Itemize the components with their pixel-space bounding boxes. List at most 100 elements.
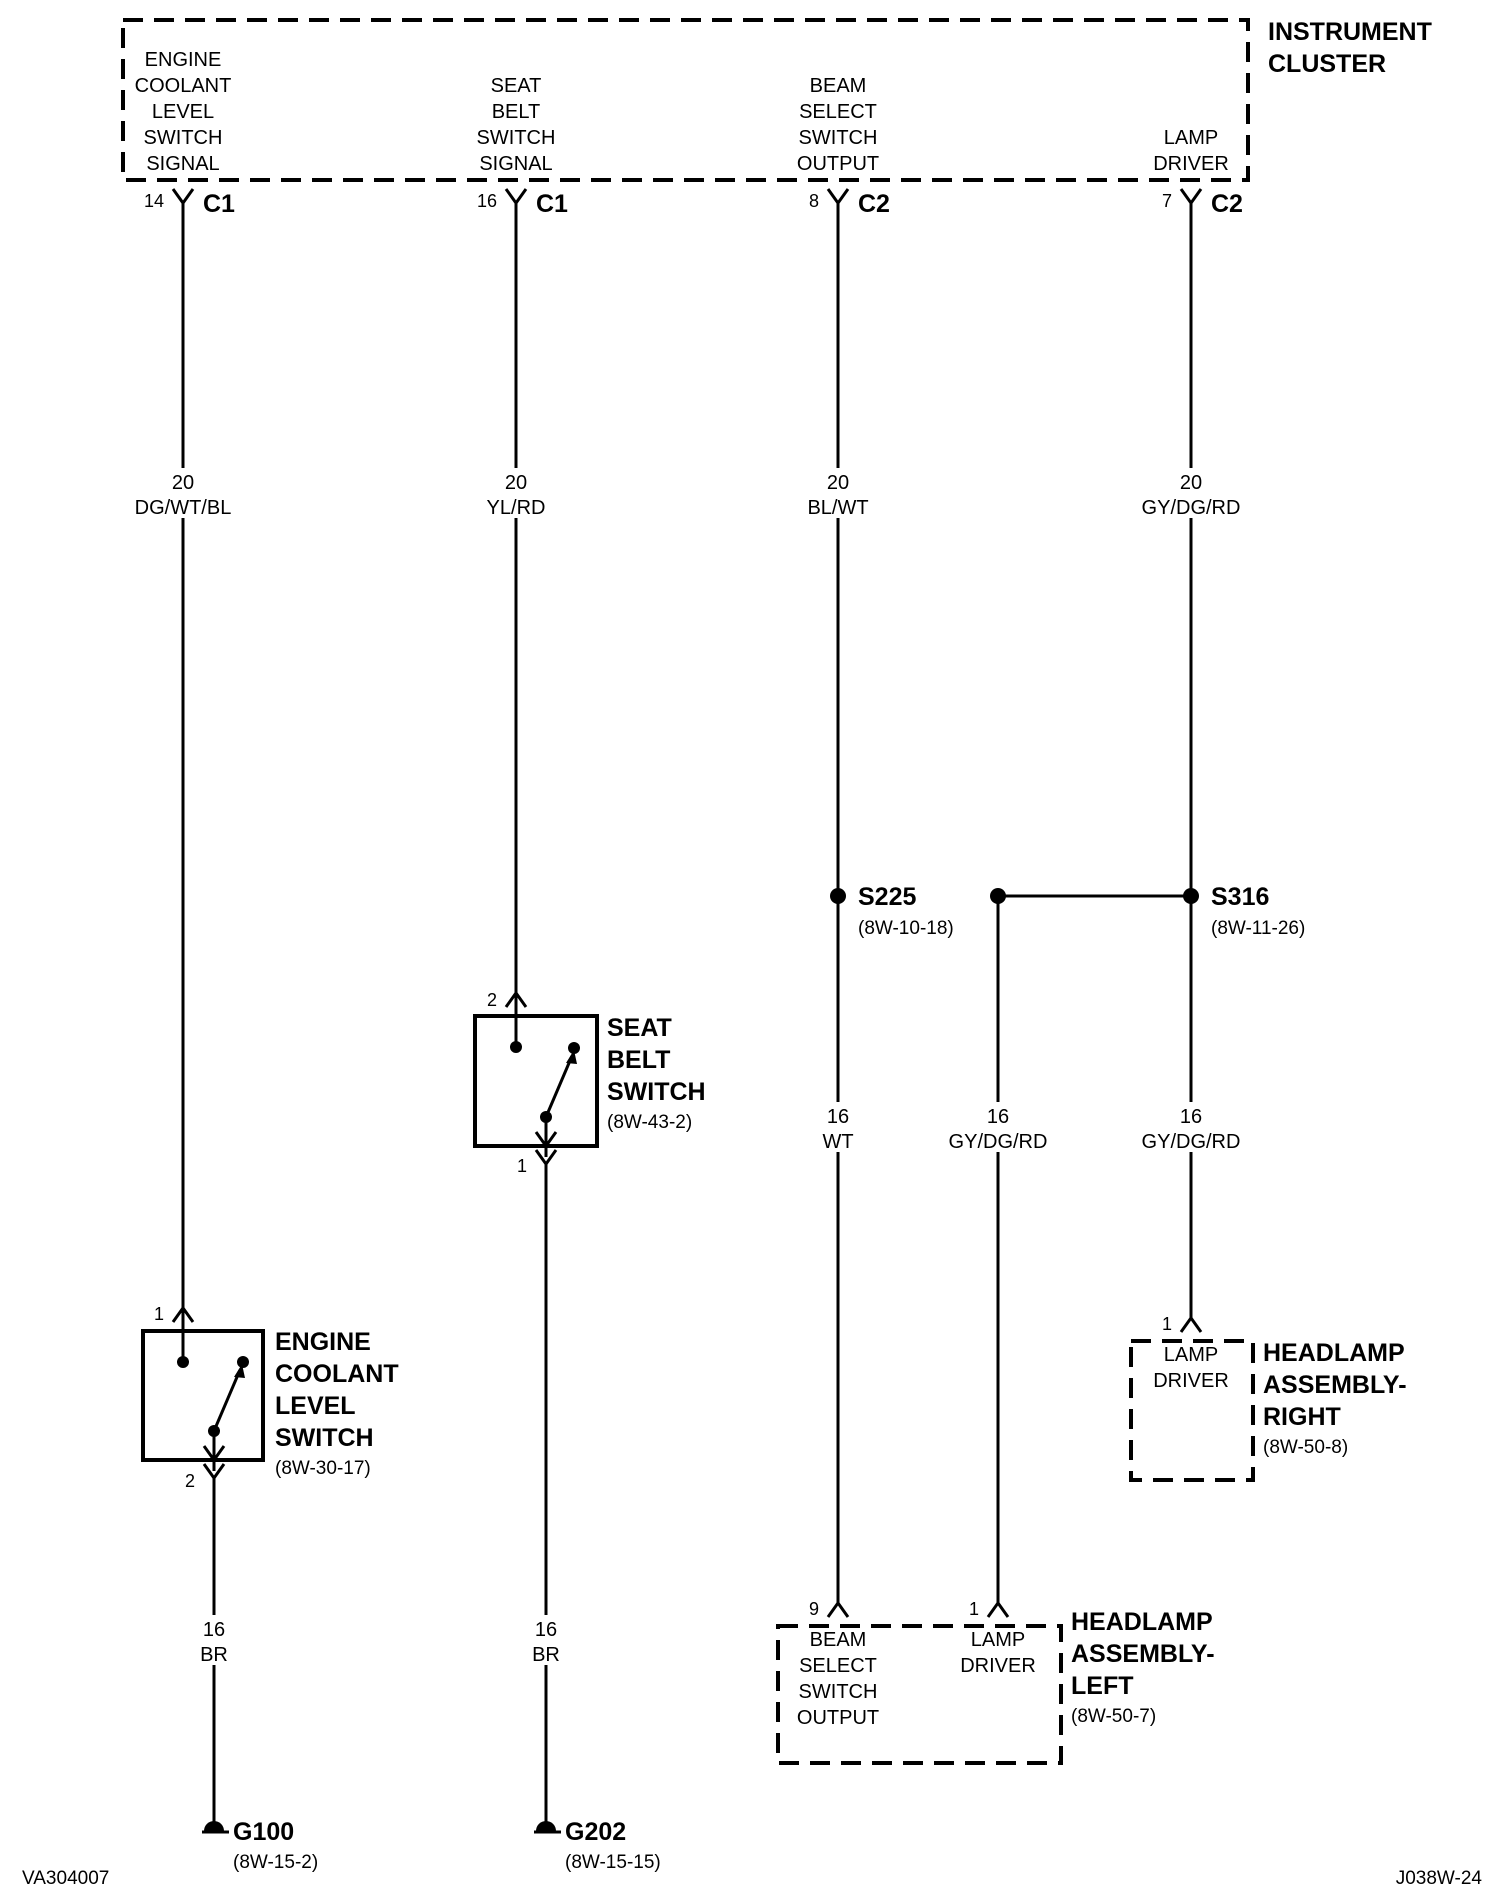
cluster-circuit-lamp-label: LAMP DRIVER <box>1153 127 1229 175</box>
cluster-circuit-seatbelt-label: SEAT BELT SWITCH SIGNAL <box>477 75 556 175</box>
cluster-pin-16: 16 <box>477 191 497 211</box>
wire-coolant-ground-label-bg <box>188 1615 240 1665</box>
cluster-terminal-16 <box>504 188 528 206</box>
seat-belt-switch-pin-bottom: 1 <box>517 1156 527 1176</box>
wire-lamp-to-right-gauge: 16 <box>1180 1106 1202 1128</box>
splice-s225-name: S225 <box>858 883 916 911</box>
seat-belt-switch-contact-a <box>510 1041 522 1053</box>
svg-text:SWITCH: SWITCH <box>477 127 556 149</box>
coolant-level-switch-name-4: SWITCH <box>275 1424 374 1452</box>
cluster-circuit-beam-label: BEAM SELECT SWITCH OUTPUT <box>797 75 879 175</box>
coolant-level-switch: 1 2 ENGINE COOLANT LEVEL SWITCH (8W-30-1… <box>141 1304 399 1491</box>
instrument-cluster: INSTRUMENT CLUSTER ENGINE COOLANT LEVEL … <box>121 18 1432 218</box>
wire-lamp-to-left-gauge: 16 <box>987 1106 1009 1128</box>
svg-text:SWITCH: SWITCH <box>144 127 223 149</box>
wire-beam-to-left-label-bg <box>814 1102 862 1152</box>
coolant-level-switch-name-1: ENGINE <box>275 1328 371 1356</box>
splice-s225-dot <box>830 888 846 904</box>
seat-belt-switch-name-1: SEAT <box>607 1014 672 1042</box>
cluster-connector-c2-a: C2 <box>858 190 890 218</box>
headlamp-left-beam-label-4: OUTPUT <box>797 1707 879 1729</box>
headlamp-left-beam-label-1: BEAM <box>810 1629 867 1651</box>
headlamp-left-terminal-beam <box>826 1600 850 1618</box>
coolant-level-switch-name-2: COOLANT <box>275 1360 399 1388</box>
seat-belt-switch-name-2: BELT <box>607 1046 670 1074</box>
svg-text:SELECT: SELECT <box>799 101 877 123</box>
coolant-level-switch-blade <box>212 1369 242 1432</box>
ground-g202-symbol <box>536 1821 556 1831</box>
footer-right-code: J038W-24 <box>1396 1868 1483 1889</box>
coolant-level-switch-pin-bottom: 2 <box>185 1471 195 1491</box>
wire-beam-to-left-gauge: 16 <box>827 1106 849 1128</box>
cluster-terminal-8 <box>826 188 850 206</box>
coolant-level-switch-body <box>141 1329 265 1462</box>
svg-text:LEVEL: LEVEL <box>152 101 214 123</box>
seat-belt-switch-name-3: SWITCH <box>607 1078 706 1106</box>
wire-beam-select-label-bg <box>806 468 870 518</box>
splice-s316-ref: (8W-11-26) <box>1211 918 1305 939</box>
headlamp-right-ref: (8W-50-8) <box>1263 1437 1348 1458</box>
wire-lamp-driver-label-bg <box>1144 468 1238 518</box>
cluster-circuit-coolant-label: ENGINE COOLANT LEVEL SWITCH SIGNAL <box>135 49 232 175</box>
wire-lamp-to-right-color: GY/DG/RD <box>1142 1131 1241 1153</box>
wire-lamp-to-right-label-bg <box>1144 1102 1238 1152</box>
wire-seatbelt-signal-gauge: 20 <box>505 472 527 494</box>
wire-seatbelt-signal-color: YL/RD <box>487 497 546 519</box>
footer-left-code: VA304007 <box>22 1868 109 1889</box>
coolant-level-switch-name-3: LEVEL <box>275 1392 356 1420</box>
svg-text:DRIVER: DRIVER <box>1153 153 1229 175</box>
headlamp-right-inner-label-2: DRIVER <box>1153 1370 1229 1392</box>
svg-text:SIGNAL: SIGNAL <box>146 153 219 175</box>
cluster-pin-14: 14 <box>144 191 164 211</box>
seat-belt-switch-blade <box>544 1055 574 1118</box>
splice-s316-name: S316 <box>1211 883 1269 911</box>
wire-seatbelt-ground-color: BR <box>532 1644 560 1666</box>
wire-lamp-to-left-label-bg <box>951 1102 1045 1152</box>
instrument-cluster-title-line2: CLUSTER <box>1268 50 1386 78</box>
ground-g100-symbol <box>204 1821 224 1831</box>
wire-beam-select-color: BL/WT <box>807 497 868 519</box>
wire-seatbelt-ground-label-bg <box>520 1615 572 1665</box>
headlamp-assembly-right: 1 LAMP DRIVER HEADLAMP ASSEMBLY- RIGHT (… <box>1129 1314 1407 1482</box>
headlamp-assembly-left: 9 1 BEAM SELECT SWITCH OUTPUT LAMP DRIVE… <box>776 1599 1215 1765</box>
wire-coolant-signal-color: DG/WT/BL <box>135 497 232 519</box>
headlamp-left-beam-label-3: SWITCH <box>799 1681 878 1703</box>
instrument-cluster-outline <box>121 18 1250 182</box>
headlamp-left-lamp-label-1: LAMP <box>971 1629 1025 1651</box>
headlamp-left-lamp-label-2: DRIVER <box>960 1655 1036 1677</box>
ground-g100-ref: (8W-15-2) <box>233 1852 318 1873</box>
wire-seatbelt-signal-label-bg <box>484 468 548 518</box>
wire-lamp-driver-gauge: 20 <box>1180 472 1202 494</box>
headlamp-right-name-1: HEADLAMP <box>1263 1339 1405 1367</box>
headlamp-left-name-2: ASSEMBLY- <box>1071 1640 1215 1668</box>
wire-coolant-signal-label-bg <box>140 468 226 518</box>
seat-belt-switch: 2 1 SEAT BELT SWITCH (8W-43-2) <box>473 990 706 1176</box>
instrument-cluster-title-line1: INSTRUMENT <box>1268 18 1432 46</box>
ground-g100-name: G100 <box>233 1818 294 1846</box>
cluster-terminal-7 <box>1179 188 1203 206</box>
headlamp-right-name-2: ASSEMBLY- <box>1263 1371 1407 1399</box>
headlamp-left-ref: (8W-50-7) <box>1071 1706 1156 1727</box>
wire-coolant-signal-gauge: 20 <box>172 472 194 494</box>
headlamp-left-beam-label-2: SELECT <box>799 1655 877 1677</box>
svg-text:SWITCH: SWITCH <box>799 127 878 149</box>
wire-lamp-to-left-color: GY/DG/RD <box>949 1131 1048 1153</box>
svg-text:BELT: BELT <box>492 101 541 123</box>
cluster-connector-c2-b: C2 <box>1211 190 1243 218</box>
headlamp-right-terminal <box>1179 1315 1203 1333</box>
wire-beam-to-left-color: WT <box>822 1131 853 1153</box>
coolant-level-switch-ref: (8W-30-17) <box>275 1458 371 1479</box>
coolant-level-switch-terminal-inner <box>202 1445 226 1463</box>
seat-belt-switch-contact-b <box>568 1042 580 1054</box>
wire-beam-select-gauge: 20 <box>827 472 849 494</box>
cluster-terminal-14 <box>171 188 195 206</box>
wire-coolant-ground-gauge: 16 <box>203 1619 225 1641</box>
coolant-level-switch-pin-top: 1 <box>154 1304 164 1324</box>
headlamp-left-terminal-lamp <box>986 1600 1010 1618</box>
ground-g202: G202 (8W-15-15) <box>534 1818 661 1873</box>
headlamp-left-outline <box>776 1624 1063 1765</box>
svg-text:OUTPUT: OUTPUT <box>797 153 879 175</box>
seat-belt-switch-body <box>473 1014 599 1148</box>
svg-text:SEAT: SEAT <box>491 75 542 97</box>
wire-seatbelt-ground-gauge: 16 <box>535 1619 557 1641</box>
